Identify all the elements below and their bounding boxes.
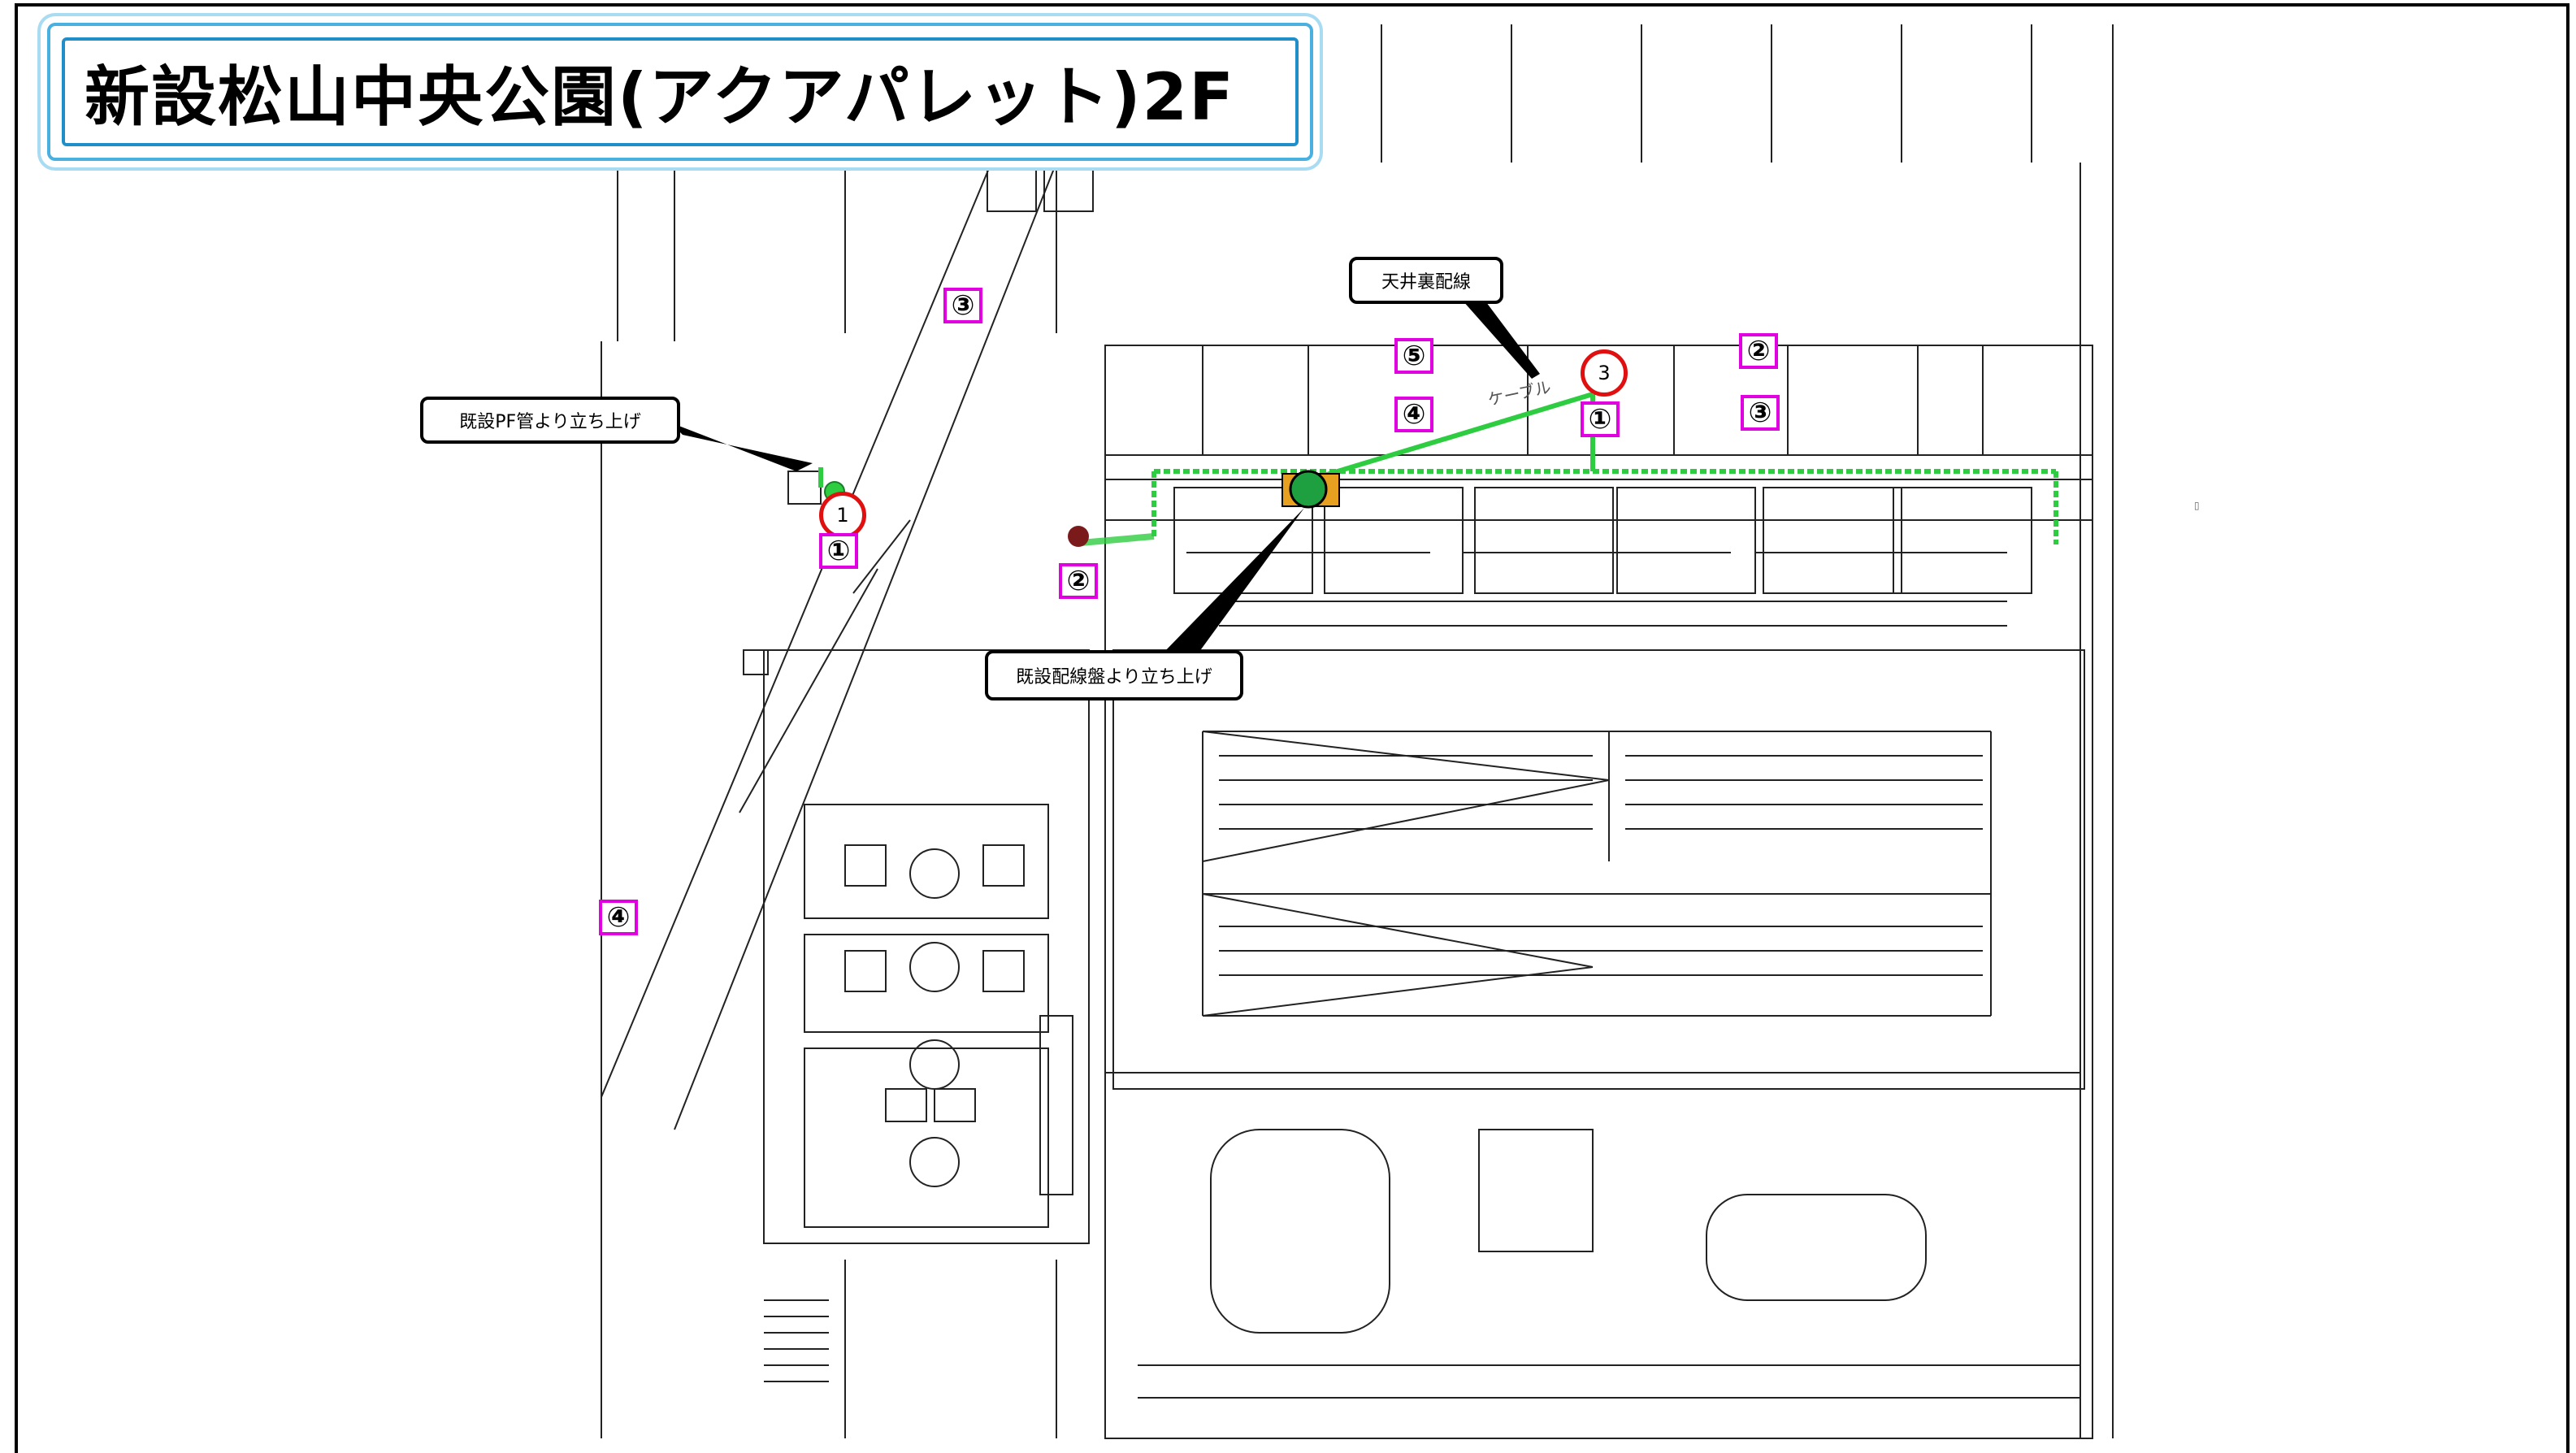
- callout-panel-text: 既設配線盤より立ち上げ: [1016, 667, 1212, 687]
- marker-right-3-label: ③: [1748, 397, 1772, 429]
- marker-left-3-label: ③: [951, 289, 975, 322]
- marker-top-1: ①: [1581, 401, 1620, 437]
- marker-top-4-label: ④: [1402, 398, 1426, 431]
- point-3-label: 3: [1598, 362, 1611, 384]
- page-title: 新設松山中央公園(アクアパレット)2F: [85, 59, 1235, 135]
- marker-left-2: ②: [1059, 563, 1098, 599]
- marker-left-2-label: ②: [1066, 565, 1091, 597]
- plan-right-glyph: ▯: [2194, 500, 2200, 511]
- point-1: 1: [819, 492, 866, 539]
- title-box: 新設松山中央公園(アクアパレット)2F: [47, 23, 1313, 161]
- point-1-label: 1: [836, 504, 849, 527]
- marker-left-4-label: ④: [606, 901, 631, 934]
- callout-ceiling: 天井裏配線: [1349, 257, 1503, 304]
- marker-right-2: ②: [1739, 333, 1778, 369]
- marker-top-5: ⑤: [1394, 338, 1433, 374]
- marker-left-4: ④: [599, 900, 638, 935]
- marker-right-2-label: ②: [1746, 335, 1771, 367]
- marker-left-1-label: ①: [826, 535, 851, 567]
- marker-top-4: ④: [1394, 397, 1433, 432]
- marker-top-1-label: ①: [1588, 403, 1612, 436]
- callout-panel: 既設配線盤より立ち上げ: [985, 650, 1243, 700]
- marker-left-3: ③: [943, 288, 982, 323]
- callout-pf-pipe-text: 既設PF管より立ち上げ: [459, 412, 641, 432]
- marker-right-3: ③: [1741, 395, 1780, 431]
- title-frame: 新設松山中央公園(アクアパレット)2F: [62, 37, 1299, 146]
- callout-pf-pipe: 既設PF管より立ち上げ: [420, 397, 680, 444]
- marker-top-5-label: ⑤: [1402, 340, 1426, 372]
- marker-left-1: ①: [819, 533, 858, 569]
- callout-ceiling-text: 天井裏配線: [1381, 272, 1471, 293]
- point-3: 3: [1581, 349, 1628, 397]
